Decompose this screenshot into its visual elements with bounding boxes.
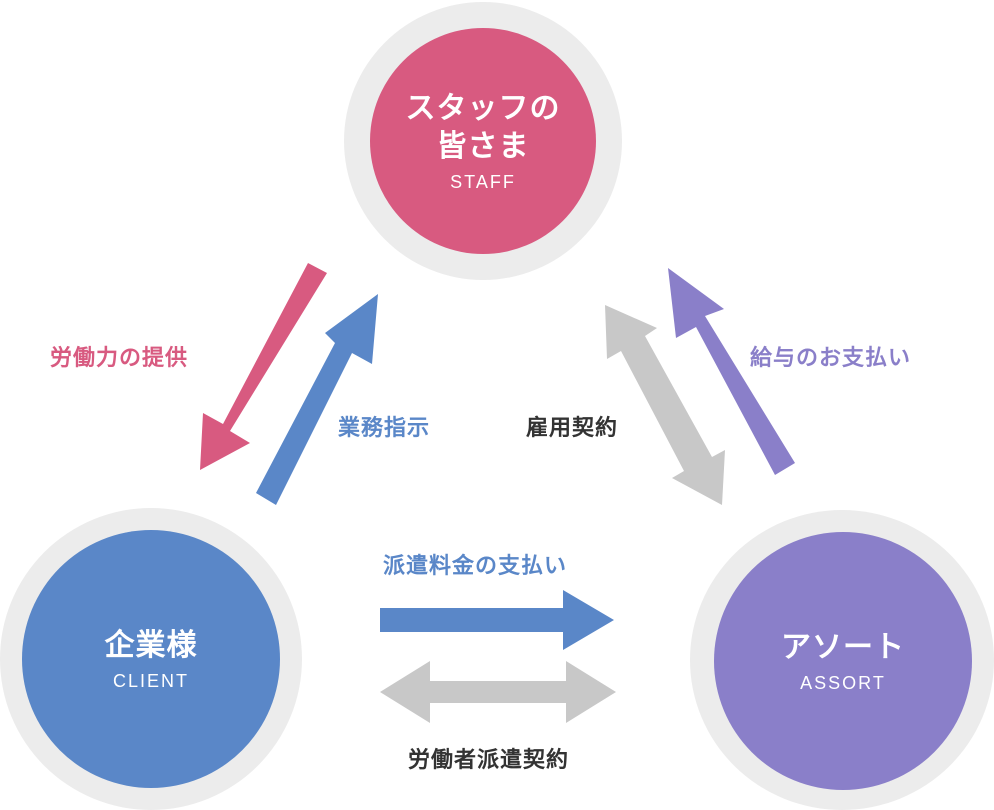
labor-provision-arrow	[200, 263, 327, 470]
dispatch-contract-label: 労働者派遣契約	[408, 748, 570, 773]
dispatch-fee-label: 派遣料金の支払い	[383, 554, 568, 579]
assort-node: アソート ASSORT	[690, 510, 994, 810]
client-node: 企業様 CLIENT	[0, 508, 302, 810]
labor-provision-label: 労働力の提供	[50, 346, 189, 371]
staff-title-line2: 皆さま	[436, 128, 530, 164]
staff-subtitle: STAFF	[450, 171, 516, 192]
client-subtitle: CLIENT	[112, 670, 189, 691]
staff-title-line1: スタッフの	[405, 90, 561, 126]
dispatch-contract-arrow	[380, 661, 616, 723]
dispatch-fee-arrow	[380, 590, 614, 650]
employment-contract-arrow	[605, 305, 725, 505]
assort-subtitle: ASSORT	[800, 672, 886, 693]
salary-payment-arrow	[668, 268, 795, 475]
salary-payment-label: 給与のお支払い	[750, 346, 912, 371]
staff-circle: スタッフの 皆さま STAFF	[370, 28, 596, 254]
staff-node: スタッフの 皆さま STAFF	[344, 2, 622, 280]
work-instruction-label: 業務指示	[338, 416, 431, 441]
work-instruction-arrow	[256, 294, 378, 505]
employment-contract-label: 雇用契約	[526, 416, 619, 441]
assort-circle: アソート ASSORT	[714, 532, 972, 790]
assort-title: アソート	[781, 629, 905, 665]
client-title: 企業様	[104, 627, 198, 663]
client-circle: 企業様 CLIENT	[22, 530, 280, 788]
